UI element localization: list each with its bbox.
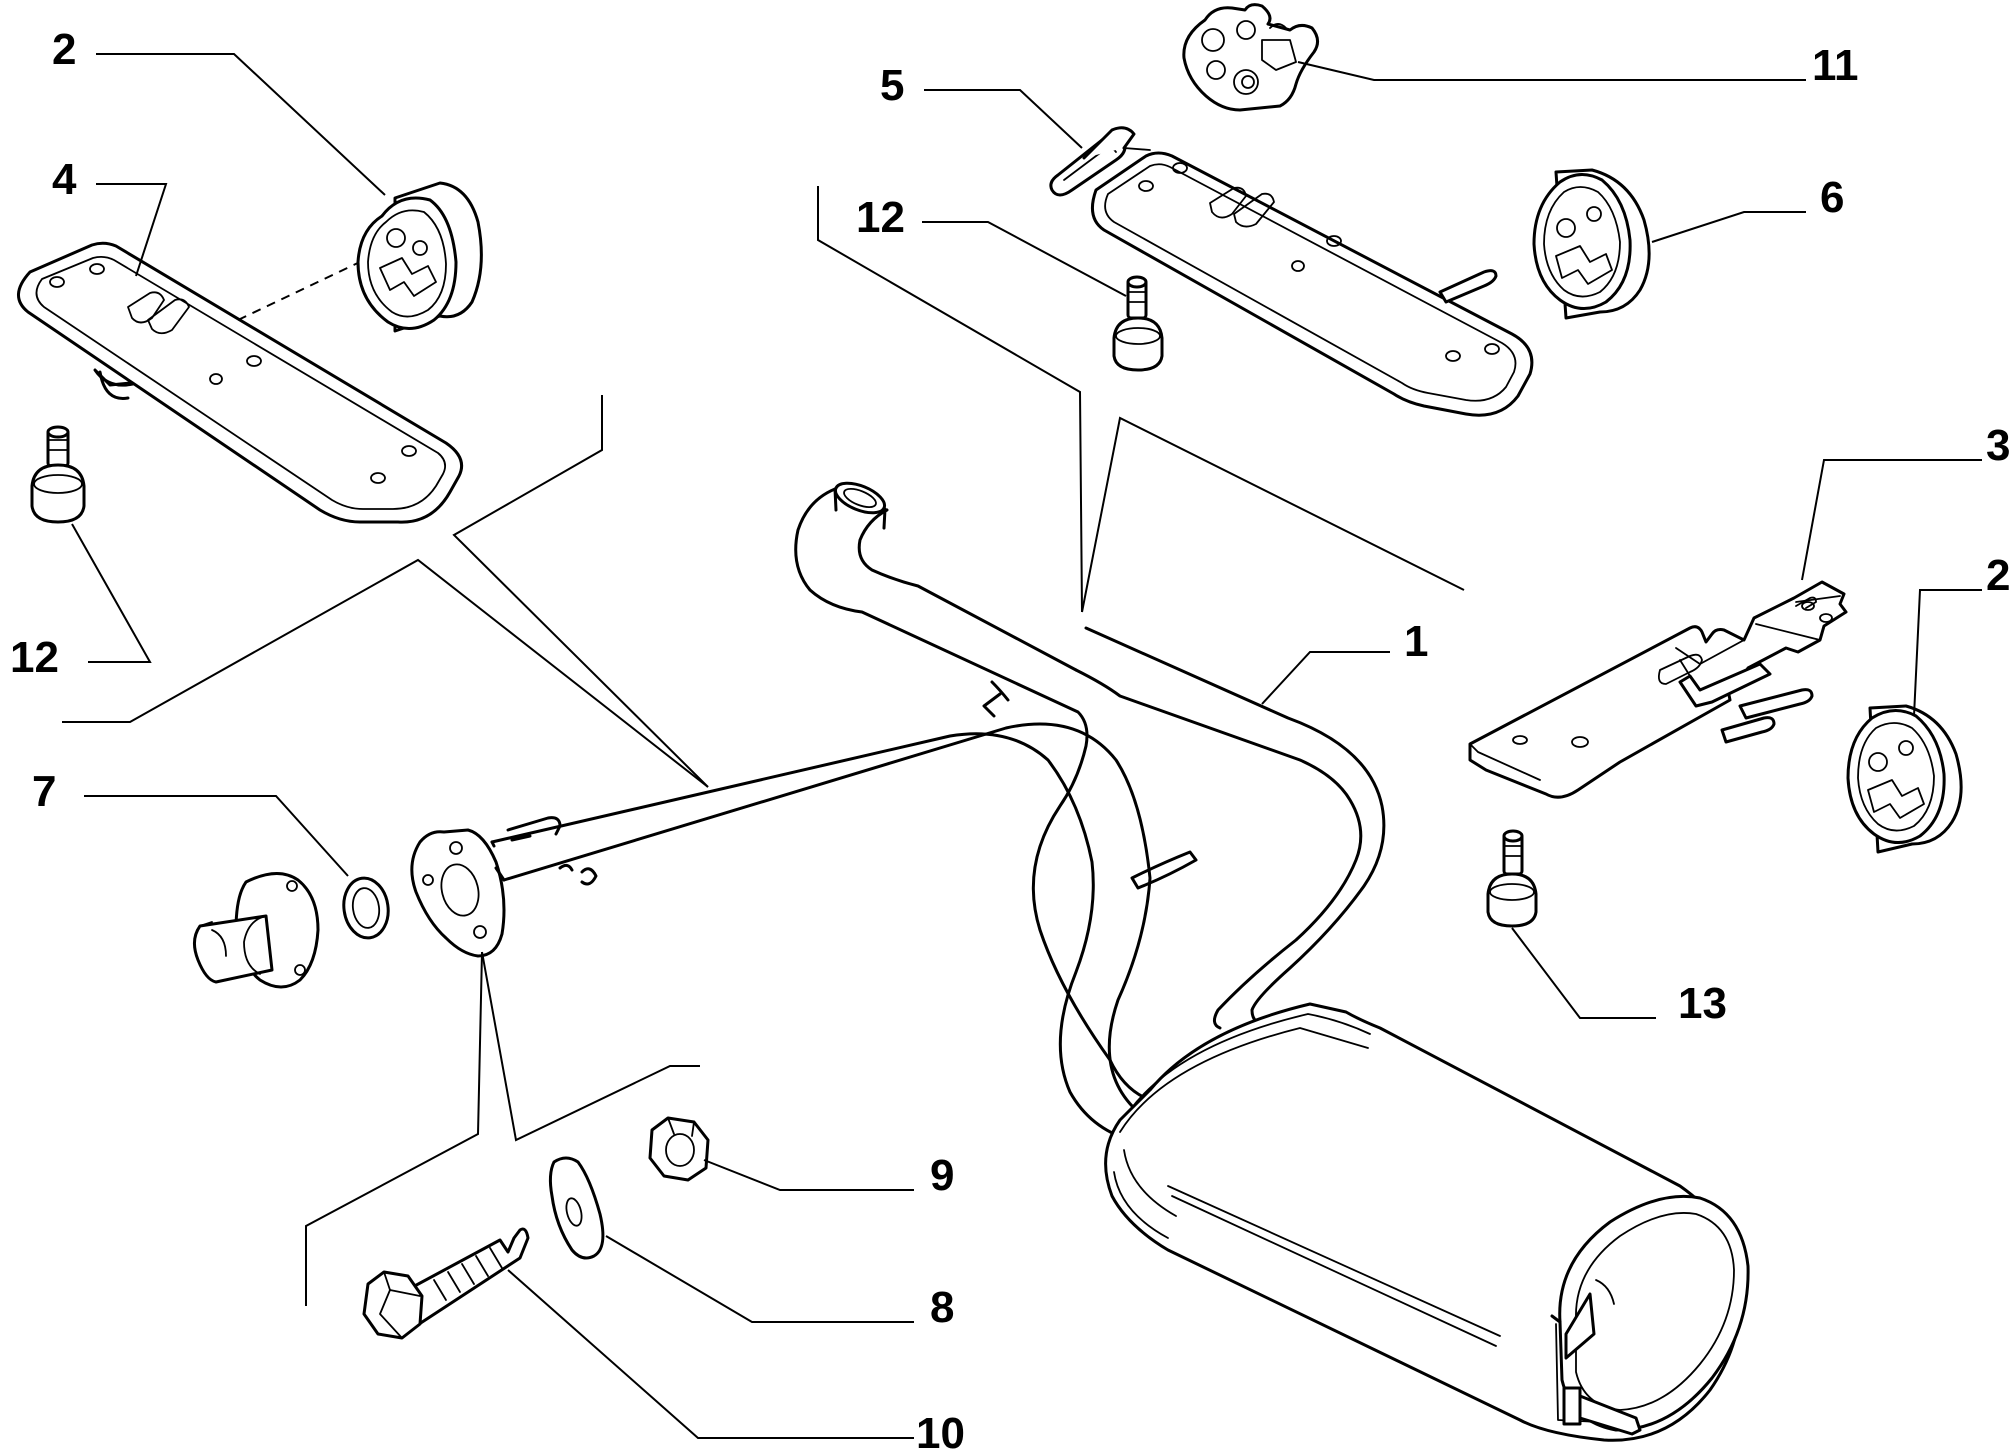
part-9-nut [648, 1116, 710, 1182]
leader-lines [62, 53, 1982, 1439]
callout-1: 1 [1404, 617, 1428, 666]
callout-11: 11 [1812, 41, 1859, 90]
part-11-rubber-damper-top [1182, 3, 1319, 112]
callout-2-top-left: 2 [52, 25, 76, 74]
callout-4: 4 [52, 155, 77, 204]
part-8-washer [548, 1156, 605, 1260]
callout-labels: 2 4 12 7 5 12 11 6 3 2 1 13 9 8 10 [10, 25, 2010, 1452]
part-3-bracket [1468, 580, 1848, 799]
callout-5: 5 [880, 61, 904, 110]
part-13-screw [1486, 829, 1538, 928]
callout-12-left: 12 [10, 633, 59, 682]
part-12-screw-left [30, 425, 86, 524]
callout-6: 6 [1820, 173, 1844, 222]
callout-8: 8 [930, 1283, 954, 1332]
heat-shield-right [1090, 151, 1534, 417]
part-12-screw-middle [1112, 275, 1164, 372]
part-4-heat-shield-left [17, 241, 464, 524]
part-6-rubber-damper-right [1532, 168, 1651, 320]
callout-3: 3 [1986, 421, 2010, 470]
callout-13: 13 [1678, 979, 1727, 1028]
callout-10: 10 [916, 1409, 965, 1452]
callout-7: 7 [32, 767, 56, 816]
manifold-outlet-stub [193, 872, 320, 989]
callout-2-right: 2 [1986, 551, 2010, 600]
part-1-exhaust-pipe-silencer [410, 481, 1750, 1442]
part-2-rubber-damper-left [356, 181, 483, 333]
callout-12-middle: 12 [856, 193, 905, 242]
part-5-clip [1049, 126, 1151, 197]
part-2-rubber-damper-right [1846, 704, 1963, 854]
part-10-bolt [362, 1227, 530, 1340]
callout-9: 9 [930, 1151, 954, 1200]
part-7-gasket [342, 876, 390, 940]
